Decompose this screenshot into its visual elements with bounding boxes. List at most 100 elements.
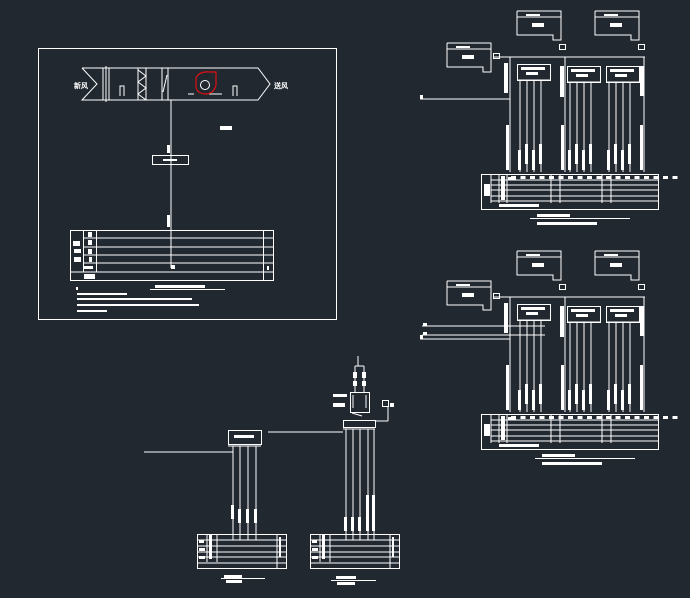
text-block xyxy=(532,390,535,410)
text-block xyxy=(526,254,540,256)
text-block xyxy=(549,416,554,419)
text-block xyxy=(610,69,634,72)
text-block xyxy=(607,390,610,410)
text-block xyxy=(511,416,516,419)
text-block xyxy=(604,14,618,16)
device-panel xyxy=(446,280,492,311)
text-block xyxy=(596,416,602,419)
text-block xyxy=(499,444,539,447)
terminal-box xyxy=(559,284,566,290)
terminal-box xyxy=(493,53,500,59)
text-block xyxy=(561,365,564,410)
text-block xyxy=(549,176,554,179)
text-block xyxy=(226,580,242,583)
text-block xyxy=(625,176,630,179)
text-block xyxy=(312,556,318,559)
text-block xyxy=(358,517,361,531)
text-block xyxy=(539,416,545,419)
text-block xyxy=(521,307,545,310)
text-block xyxy=(582,390,585,410)
fan-icon xyxy=(195,71,217,95)
text-block xyxy=(628,144,631,164)
text-block xyxy=(520,416,526,419)
text-block xyxy=(542,454,575,457)
text-block xyxy=(462,293,474,297)
text-block xyxy=(353,381,357,386)
text-block xyxy=(582,150,585,170)
text-block xyxy=(312,540,317,543)
text-block xyxy=(568,390,571,410)
text-block xyxy=(484,184,490,196)
text-block xyxy=(333,394,347,397)
text-block xyxy=(344,517,347,531)
wiring-diagrams xyxy=(144,10,678,585)
text-block xyxy=(640,365,643,410)
terminal-box xyxy=(638,44,645,50)
text-block xyxy=(561,125,564,170)
inlet-label: 新风 xyxy=(74,81,88,90)
text-block xyxy=(539,144,542,164)
text-block xyxy=(423,323,427,326)
text-block xyxy=(231,505,234,519)
text-block xyxy=(199,556,205,559)
ahu-control-schematic: 新风 送风 xyxy=(38,48,337,320)
text-block xyxy=(501,176,505,200)
text-block xyxy=(640,306,644,336)
text-block xyxy=(532,150,535,170)
text-block xyxy=(322,535,325,559)
text-block xyxy=(610,23,622,27)
text-block xyxy=(644,416,649,419)
device-panel xyxy=(516,250,562,281)
text-block xyxy=(525,384,528,404)
text-block xyxy=(423,332,427,335)
text-block xyxy=(372,495,375,531)
text-block xyxy=(336,576,356,579)
device-panel xyxy=(446,42,492,73)
text-block xyxy=(640,125,643,170)
text-block xyxy=(621,390,624,410)
text-block xyxy=(577,176,583,179)
controller-module xyxy=(228,430,262,445)
text-block xyxy=(615,416,621,419)
text-block xyxy=(537,214,570,217)
device-panel xyxy=(594,10,640,41)
text-block xyxy=(672,416,678,419)
text-block xyxy=(621,150,624,170)
text-block xyxy=(366,495,369,531)
drawing-frame xyxy=(38,48,337,320)
text-block xyxy=(337,582,355,585)
text-block xyxy=(614,144,617,164)
text-block xyxy=(596,176,602,179)
text-block xyxy=(560,66,564,97)
text-block xyxy=(615,314,627,317)
text-block xyxy=(663,416,668,419)
text-block xyxy=(558,176,564,179)
text-block xyxy=(456,284,470,286)
text-block xyxy=(238,509,241,523)
text-block xyxy=(351,517,354,531)
text-block xyxy=(615,74,627,77)
text-block xyxy=(537,222,597,225)
text-block xyxy=(576,74,588,77)
text-block xyxy=(576,314,588,317)
text-block xyxy=(333,403,345,407)
text-block xyxy=(246,509,249,523)
text-block xyxy=(234,435,254,438)
text-block xyxy=(279,537,281,557)
device-panel xyxy=(594,250,640,281)
text-block xyxy=(456,46,470,48)
text-block xyxy=(392,537,394,557)
text-block xyxy=(526,14,540,16)
text-block xyxy=(526,72,538,75)
text-block xyxy=(610,263,622,267)
text-block xyxy=(571,309,595,312)
text-block xyxy=(539,384,542,404)
text-block xyxy=(220,126,232,130)
terminal-bar xyxy=(343,420,376,428)
text-block xyxy=(532,23,544,27)
contactor xyxy=(350,392,370,413)
text-block xyxy=(504,63,508,93)
terminal-box xyxy=(493,293,500,299)
terminal-box xyxy=(638,284,645,290)
